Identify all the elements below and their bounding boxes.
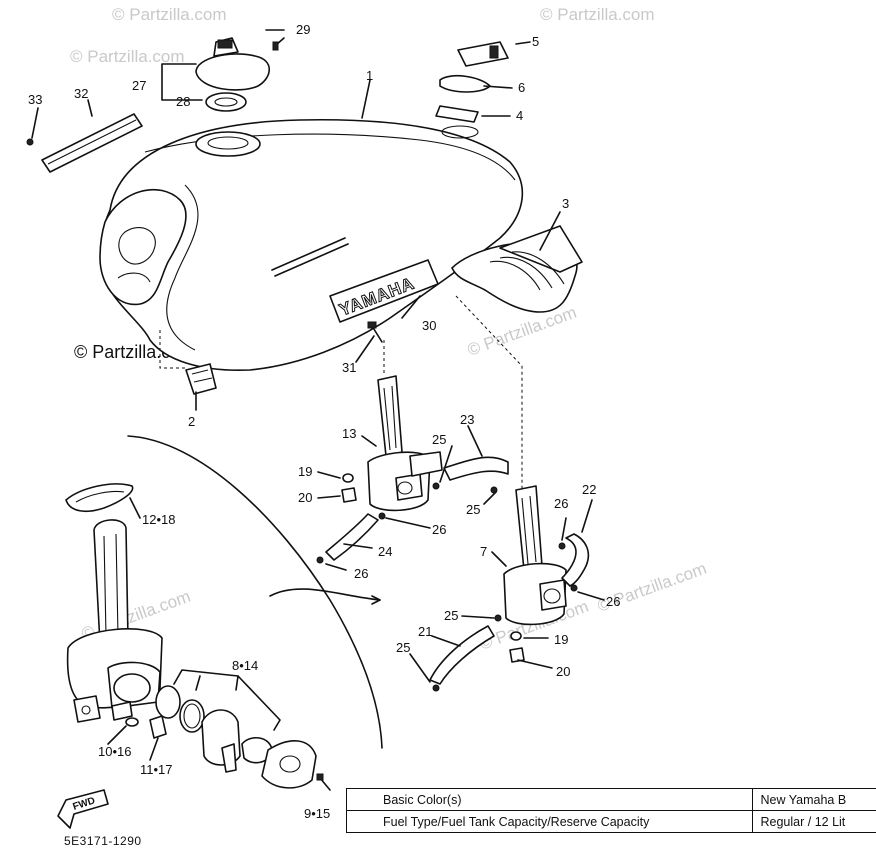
plate xyxy=(439,74,491,93)
cap-nut xyxy=(185,363,217,395)
cap-gasket xyxy=(205,92,247,112)
callout-3: 3 xyxy=(562,196,569,211)
spec-label-color: Basic Color(s) xyxy=(346,788,753,811)
callout-13: 13 xyxy=(342,426,356,441)
callout-2: 2 xyxy=(188,414,195,429)
hose xyxy=(443,456,509,481)
washer xyxy=(125,717,139,727)
callout-7: 7 xyxy=(480,544,487,559)
yamaha-badge xyxy=(329,259,439,323)
callout-25: 25 xyxy=(444,608,458,623)
spec-value-color: New Yamaha B xyxy=(751,788,876,811)
table-row: Fuel Type/Fuel Tank Capacity/Reserve Cap… xyxy=(346,810,876,833)
fuel-cap xyxy=(195,37,271,91)
callout-26: 26 xyxy=(606,594,620,609)
detail-boundary xyxy=(127,435,383,749)
hose xyxy=(561,533,590,587)
cover-plate xyxy=(261,740,317,789)
washer xyxy=(510,631,522,641)
callout-30: 30 xyxy=(422,318,436,333)
callout-19: 19 xyxy=(298,464,312,479)
fuel-tank: YAMAHA xyxy=(99,118,524,372)
callout-8-14: 8•14 xyxy=(232,658,258,673)
bracket xyxy=(457,41,509,67)
washer xyxy=(342,473,354,483)
callout-26: 26 xyxy=(554,496,568,511)
callout-29: 29 xyxy=(296,22,310,37)
watermark: © Partzilla.com xyxy=(70,47,185,66)
callout-4: 4 xyxy=(516,108,523,123)
callout-25: 25 xyxy=(466,502,480,517)
callout-21: 21 xyxy=(418,624,432,639)
callout-31: 31 xyxy=(342,360,356,375)
callout-10-16: 10•16 xyxy=(98,744,131,759)
callout-20: 20 xyxy=(298,490,312,505)
callout-26: 26 xyxy=(354,566,368,581)
hose xyxy=(325,513,379,561)
petcock-right xyxy=(503,485,567,626)
table-row: Basic Color(s) New Yamaha B xyxy=(346,788,876,811)
rubber-strip xyxy=(41,113,143,173)
petcock-left xyxy=(367,375,443,512)
screw xyxy=(149,715,167,739)
watermark: © Partzilla.com xyxy=(540,5,655,24)
damper xyxy=(435,105,479,123)
callout-27: 27 xyxy=(132,78,146,93)
callout-32: 32 xyxy=(74,86,88,101)
callout-26: 26 xyxy=(432,522,446,537)
diaphragm xyxy=(155,685,181,719)
callout-28: 28 xyxy=(176,94,190,109)
callout-5: 5 xyxy=(532,34,539,49)
callout-22: 22 xyxy=(582,482,596,497)
watermark: © Partzilla.com xyxy=(112,5,227,24)
callout-12-18: 12•18 xyxy=(142,512,175,527)
petcock-detail xyxy=(66,519,163,723)
callout-11-17: 11•17 xyxy=(140,762,173,777)
callout-20: 20 xyxy=(556,664,570,679)
callout-9-15: 9•15 xyxy=(304,806,330,821)
spec-table: Basic Color(s) New Yamaha B Fuel Type/Fu… xyxy=(346,788,876,833)
screw xyxy=(509,647,525,663)
forward-arrow: FWD xyxy=(57,789,109,829)
spec-value-fuel: Regular / 12 Lit xyxy=(751,810,876,833)
hose xyxy=(429,625,495,685)
callout-25: 25 xyxy=(396,640,410,655)
callout-1: 1 xyxy=(366,68,373,83)
callout-25: 25 xyxy=(432,432,446,447)
drawing-code: 5E3171-1290 xyxy=(64,834,142,848)
o-ring-gasket xyxy=(65,483,134,513)
callout-6: 6 xyxy=(518,80,525,95)
screw xyxy=(341,487,357,503)
callout-33: 33 xyxy=(28,92,42,107)
callout-23: 23 xyxy=(460,412,474,427)
bolt xyxy=(371,325,383,343)
watermark: © Partzilla.com xyxy=(465,303,579,360)
screw xyxy=(26,138,34,146)
callout-24: 24 xyxy=(378,544,392,559)
callout-19: 19 xyxy=(554,632,568,647)
spec-label-fuel: Fuel Type/Fuel Tank Capacity/Reserve Cap… xyxy=(346,810,753,833)
